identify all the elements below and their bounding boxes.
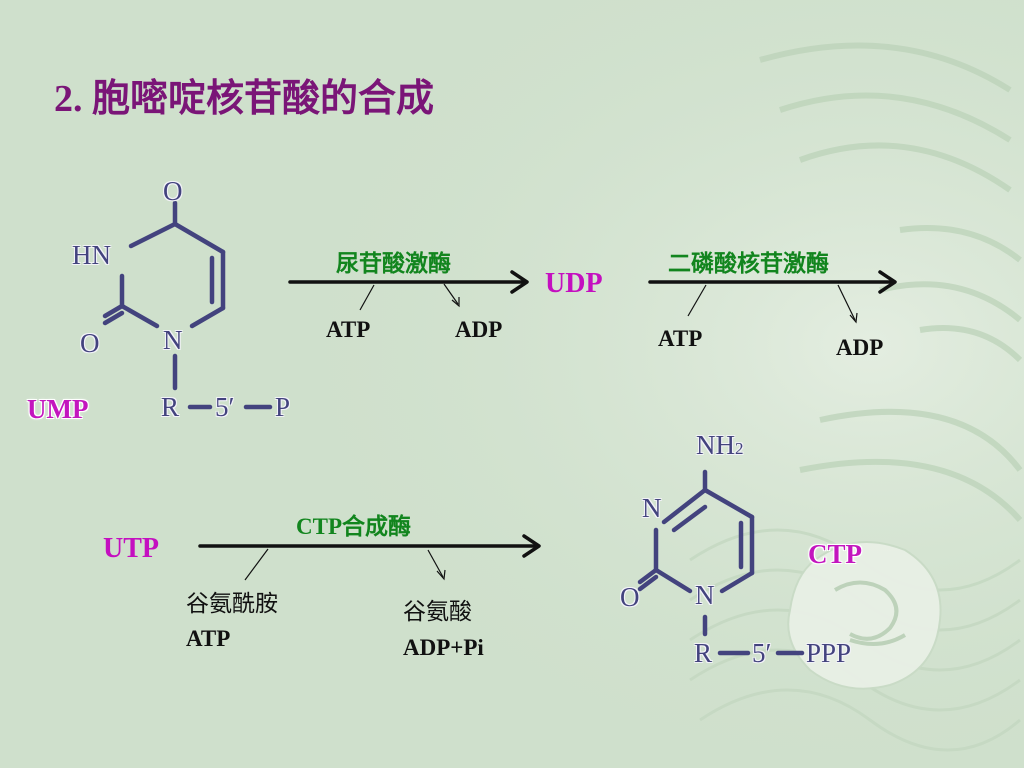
ump-atom-r: R <box>161 392 180 422</box>
step1-enzyme-label: 尿苷酸激酶 <box>336 251 451 276</box>
step3-enzyme-label: CTP合成酶 <box>296 514 411 539</box>
ump-atom-o-left: O <box>80 328 100 358</box>
ump-atom-p: P <box>275 392 291 422</box>
ump-atom-o-top: O <box>163 176 183 206</box>
ump-atom-n: N <box>163 325 183 355</box>
step2-released-adp: ADP <box>836 335 884 360</box>
ctp-label: CTP <box>808 539 862 569</box>
ump-ring-bonds <box>102 200 273 410</box>
step3-arrow-head <box>522 534 541 558</box>
step2-consumed-atp: ATP <box>658 326 703 351</box>
step3-released-glutamate: 谷氨酸 <box>403 599 472 625</box>
slide-title: 2. 胞嘧啶核苷酸的合成 <box>54 78 435 120</box>
ump-atom-hn: HN <box>72 240 111 270</box>
ctp-atom-n-top: N <box>642 493 662 523</box>
ctp-atom-nh: NH <box>696 430 735 460</box>
ctp-atom-nh2: NH2 <box>696 432 744 459</box>
step1-consumed-atp: ATP <box>326 317 371 342</box>
ctp-atom-r: R <box>694 638 713 668</box>
ctp-ring-bonds <box>637 469 805 656</box>
step2-arrow-head <box>878 270 897 294</box>
cofactor-pointers <box>244 283 858 581</box>
utp-label: UTP <box>103 533 159 564</box>
udp-label: UDP <box>545 268 603 299</box>
ctp-atom-5prime: 5′ <box>752 638 772 668</box>
ump-atom-5prime: 5′ <box>215 392 235 422</box>
step3-consumed-glutamine: 谷氨酰胺 <box>186 591 278 617</box>
step3-consumed-atp: ATP <box>186 626 231 651</box>
step1-arrow-head <box>510 270 529 294</box>
ctp-atom-ppp: PPP <box>806 638 852 668</box>
ctp-atom-nh-subscript: 2 <box>735 439 744 458</box>
ctp-atom-n: N <box>695 580 715 610</box>
step1-released-adp: ADP <box>455 317 503 342</box>
ctp-atom-o-left: O <box>620 582 640 612</box>
step2-enzyme-label: 二磷酸核苷激酶 <box>668 251 829 276</box>
ump-label: UMP <box>27 394 89 424</box>
step3-released-adp-pi: ADP+Pi <box>403 635 484 660</box>
reaction-arrows <box>198 270 897 558</box>
